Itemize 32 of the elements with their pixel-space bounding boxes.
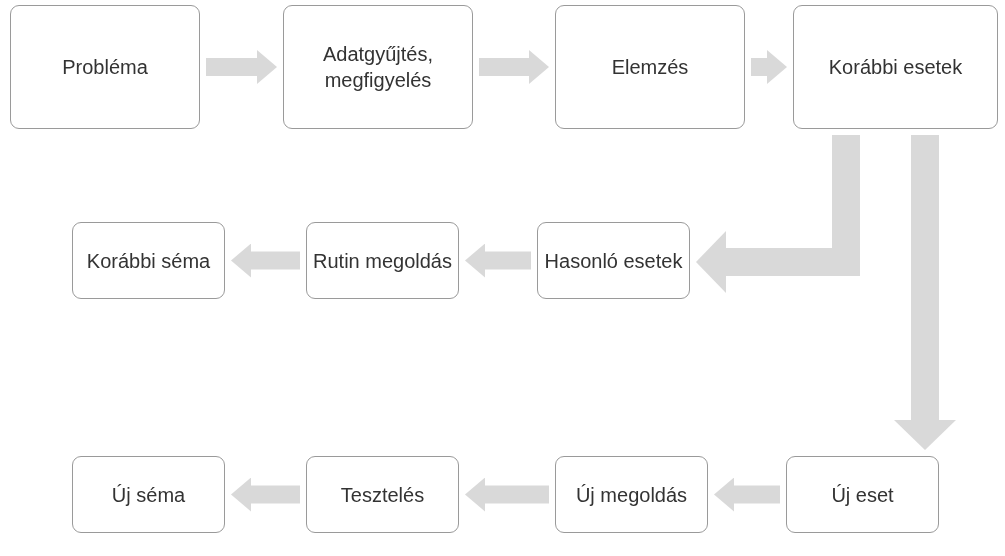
process-box [72,456,225,533]
box-label: Probléma [61,55,149,80]
box-label: Elemzés [610,55,690,80]
box-label: Hasonló esetek [543,248,684,274]
block-arrow [696,135,860,293]
process-box [793,5,998,129]
box-label: Korábbi esetek [827,55,964,80]
box-label: Rutin megoldás [312,248,453,274]
block-arrow [231,243,300,278]
block-arrow [479,50,549,84]
process-box [537,222,690,299]
box-label: Tesztelés [339,482,426,508]
box-label: Korábbi séma [85,248,212,274]
process-box [10,5,200,129]
box-label: Adatgyűjtés, megfigyelés [321,42,435,93]
process-box [306,222,459,299]
block-arrow [465,477,549,512]
box-label: Új séma [110,482,187,508]
process-box [555,5,745,129]
block-arrow [751,50,787,84]
box-label: Új eset [830,482,895,508]
process-box [72,222,225,299]
process-box [306,456,459,533]
process-box [555,456,708,533]
block-arrow [894,135,956,450]
process-box [283,5,473,129]
process-box [786,456,939,533]
box-label: Új megoldás [574,482,689,508]
block-arrow [465,243,531,278]
block-arrow [206,50,277,84]
block-arrow [714,477,780,512]
block-arrow [231,477,300,512]
